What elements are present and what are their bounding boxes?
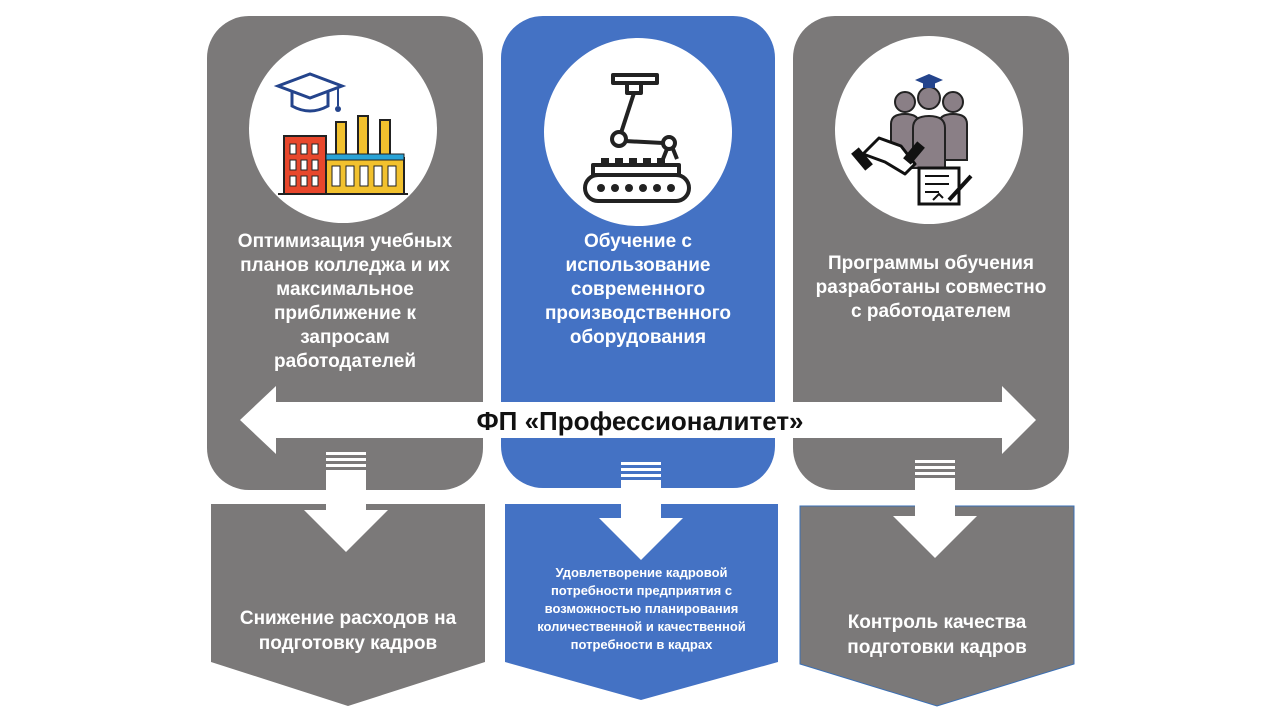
card-2-text: Обучение с использование современного пр… [544,231,732,348]
bottom-block-2 [505,504,778,700]
double-arrow [240,386,1036,454]
down-arrow-3 [893,460,977,558]
card-1-text: Оптимизация учебных планов колледжа и их… [237,231,453,372]
bottom-block-1 [211,504,485,706]
bottom-1-text: Снижение расходов на подготовку кадров [239,608,457,654]
bottom-block-3 [799,505,1075,707]
circle-1 [249,35,437,223]
down-arrow-1 [304,452,388,552]
bottom-3-text: Контроль качества подготовки кадров [847,612,1027,658]
circle-2 [544,38,732,226]
circle-3 [835,36,1023,224]
banner-label: ФП «Профессионалитет» [476,406,804,436]
down-arrow-2 [599,462,683,560]
card-3-text: Программы обучения разработаны совместно… [815,253,1047,322]
people-handshake-contract-icon [851,74,973,206]
bottom-2-text: Удовлетворение кадровой потребности пред… [537,565,746,652]
robot-arm-conveyor-icon [583,73,691,203]
factory-graduation-cap-icon [273,72,408,195]
